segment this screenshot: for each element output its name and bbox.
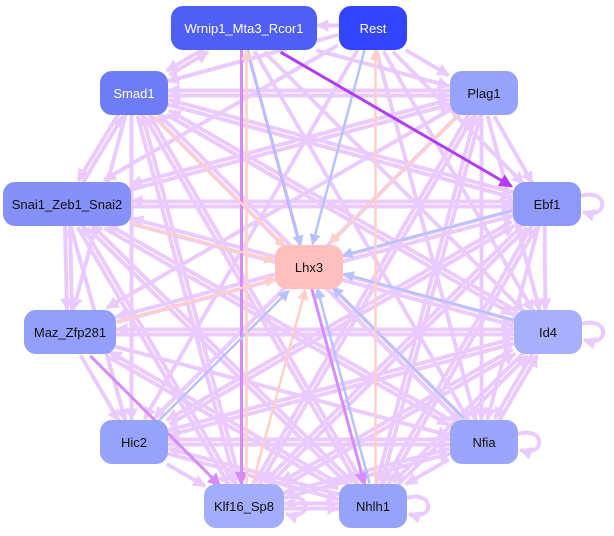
node-box[interactable]	[513, 182, 581, 226]
edge-maz_zfp281-to-snai1_zeb1_snai2	[63, 224, 77, 310]
edge-id4-to-smad1	[168, 108, 517, 312]
node-label: Wrnip1_Mta3_Rcor1	[185, 21, 304, 36]
node-label: Smad1	[113, 86, 154, 101]
edge-wrnip1_mta3_rcor1-to-plag1	[315, 48, 451, 90]
node-box[interactable]	[100, 71, 168, 115]
node-hic2[interactable]: Hic2	[100, 420, 168, 464]
node-box[interactable]	[204, 484, 284, 528]
edge-snai1_zeb1_snai2-to-lhx3	[130, 221, 276, 264]
edge-nfia-to-nhlh1	[404, 457, 450, 486]
edge-id4-to-hic2	[166, 336, 514, 434]
node-box[interactable]	[450, 71, 518, 115]
node-nhlh1[interactable]: Nhlh1	[339, 484, 407, 528]
edge-nhlh1-to-maz_zfp281	[108, 350, 342, 487]
node-label: Lhx3	[295, 260, 323, 275]
edge-maz_zfp281-to-nfia	[114, 344, 451, 439]
edge-klf16_sp8-to-smad1	[139, 113, 243, 484]
edge-wrnip1_mta3_rcor1-to-nfia	[252, 50, 471, 423]
edge-nhlh1-to-snai1_zeb1_snai2	[89, 222, 354, 484]
edge-rest-to-lhx3	[309, 49, 366, 246]
edge-snai1_zeb1_snai2-to-nfia	[103, 226, 450, 427]
edge-wrnip1_mta3_rcor1-to-ebf1	[279, 50, 513, 188]
node-box[interactable]	[3, 182, 131, 226]
edge-ebf1-to-hic2	[165, 219, 513, 422]
edge-hic2-to-klf16_sp8	[165, 462, 207, 488]
edge-nhlh1-to-nhlh1	[406, 494, 431, 524]
edge-nfia-to-snai1_zeb1_snai2	[105, 222, 453, 423]
edge-hic2-to-lhx3	[156, 289, 290, 423]
edge-snai1_zeb1_snai2-to-smad1	[80, 115, 125, 185]
edge-rest-to-plag1	[404, 48, 450, 77]
edge-klf16_sp8-to-klf16_sp8	[283, 494, 308, 524]
node-label: Klf16_Sp8	[214, 499, 274, 514]
node-plag1[interactable]: Plag1	[450, 71, 518, 115]
edge-wrnip1_mta3_rcor1-to-smad1	[165, 46, 207, 73]
node-snai1-zeb1-snai2[interactable]: Snai1_Zeb1_Snai2	[3, 182, 131, 226]
node-maz-zfp281[interactable]: Maz_Zfp281	[24, 310, 116, 354]
edge-plag1-to-ebf1	[492, 115, 535, 185]
edge-ebf1-to-lhx3	[341, 209, 513, 259]
edge-klf16_sp8-to-snai1_zeb1_snai2	[80, 223, 235, 484]
edge-plag1-to-lhx3	[328, 112, 461, 245]
edge-nfia-to-lhx3	[331, 286, 465, 420]
edge-maz_zfp281-to-lhx3	[116, 275, 277, 324]
edge-nhlh1-to-lhx3	[314, 287, 371, 484]
edge-snai1_zeb1_snai2-to-maz_zfp281	[60, 226, 74, 312]
edge-nhlh1-to-ebf1	[386, 226, 539, 487]
node-box[interactable]	[100, 420, 168, 464]
edge-wrnip1_mta3_rcor1-to-id4	[262, 50, 526, 314]
edge-smad1-to-id4	[165, 113, 514, 317]
node-label: Rest	[360, 21, 387, 36]
node-label: Hic2	[121, 435, 147, 450]
edge-ebf1-to-ebf1	[580, 192, 605, 222]
node-box[interactable]	[24, 310, 116, 354]
node-box[interactable]	[171, 6, 317, 50]
node-smad1[interactable]: Smad1	[100, 71, 168, 115]
edge-wrnip1_mta3_rcor1-to-lhx3	[246, 50, 304, 247]
edge-smad1-to-ebf1	[166, 102, 514, 201]
node-box[interactable]	[275, 245, 343, 289]
edge-nfia-to-id4	[497, 354, 540, 423]
node-id4[interactable]: Id4	[514, 310, 582, 354]
edge-hic2-to-ebf1	[168, 224, 516, 427]
edge-nhlh1-to-hic2	[167, 445, 341, 497]
node-box[interactable]	[514, 310, 582, 354]
node-wrnip1-mta3-rcor1[interactable]: Wrnip1_Mta3_Rcor1	[171, 6, 317, 50]
node-label: Ebf1	[534, 197, 561, 212]
node-box[interactable]	[450, 420, 518, 464]
edge-klf16_sp8-to-lhx3	[251, 288, 309, 485]
node-label: Maz_Zfp281	[34, 325, 106, 340]
edge-nfia-to-nfia	[517, 430, 542, 460]
node-label: Plag1	[467, 86, 500, 101]
edge-ebf1-to-smad1	[167, 96, 515, 195]
edge-id4-to-lhx3	[342, 271, 515, 322]
edge-smad1-to-lhx3	[153, 115, 286, 248]
edge-id4-to-klf16_sp8	[280, 347, 514, 484]
node-label: Nhlh1	[356, 499, 390, 514]
node-rest[interactable]: Rest	[339, 6, 407, 50]
edge-id4-to-id4	[581, 320, 606, 350]
node-lhx3[interactable]: Lhx3	[275, 245, 343, 289]
node-klf16-sp8[interactable]: Klf16_Sp8	[204, 484, 284, 528]
edge-nhlh1-to-smad1	[147, 112, 365, 484]
edge-nhlh1-to-plag1	[379, 114, 484, 486]
edge-ebf1-to-id4	[538, 226, 552, 312]
node-label: Id4	[539, 325, 557, 340]
node-box[interactable]	[339, 484, 407, 528]
node-box[interactable]	[339, 6, 407, 50]
node-ebf1[interactable]: Ebf1	[513, 182, 581, 226]
node-nfia[interactable]: Nfia	[450, 420, 518, 464]
node-label: Snai1_Zeb1_Snai2	[12, 197, 123, 212]
edge-maz_zfp281-to-hic2	[78, 354, 121, 423]
edge-plag1-to-maz_zfp281	[105, 108, 450, 310]
node-label: Nfia	[472, 435, 496, 450]
